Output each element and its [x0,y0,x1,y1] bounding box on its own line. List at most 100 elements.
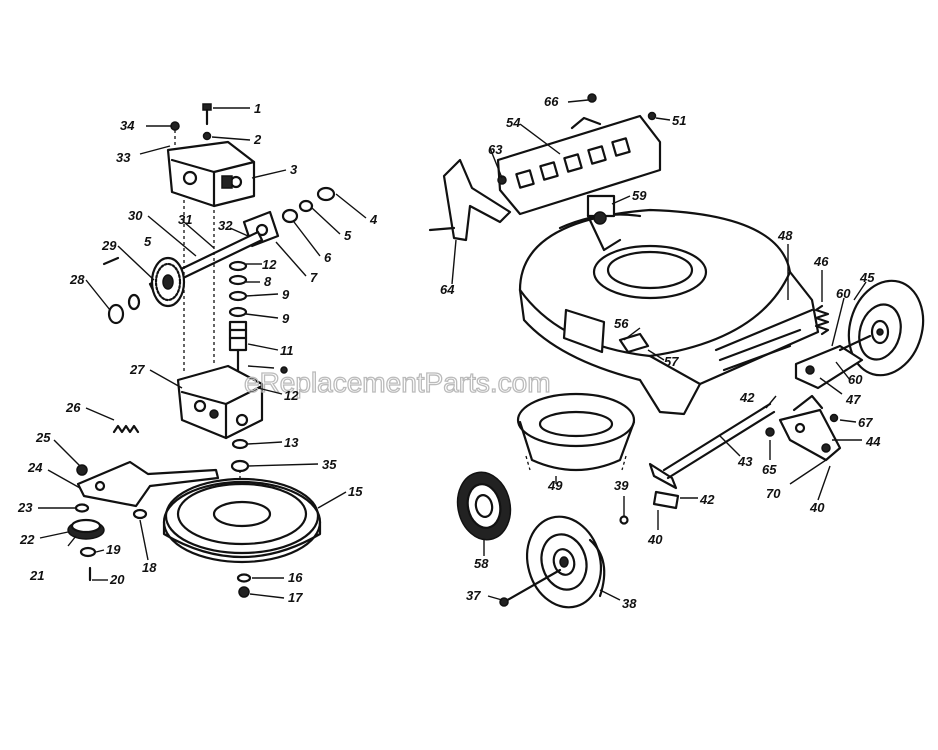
bolt-51 [647,111,657,121]
label-27: 27 [129,362,145,377]
label-67: 67 [858,415,873,430]
nut-4 [316,186,336,202]
label-39: 39 [614,478,629,493]
bolt-1 [202,103,212,126]
label-58: 58 [474,556,489,571]
label-26: 26 [65,400,81,415]
rear-wheel [847,279,925,377]
washer-35 [230,459,250,473]
label-33: 33 [116,150,131,165]
washer-2 [202,131,212,141]
label-23: 23 [17,500,33,515]
label-6: 6 [324,250,332,265]
label-59: 59 [632,188,647,203]
washer-19 [79,546,97,558]
deck-assembly [428,93,925,609]
label-24: 24 [27,460,43,475]
bolt-34 [170,121,180,131]
bushing-6 [281,208,299,224]
bolt-67 [829,413,839,423]
washer-13 [231,438,249,450]
transmission-assembly [67,103,336,598]
label-16: 16 [288,570,303,585]
label-8: 8 [264,274,272,289]
label-34: 34 [120,118,135,133]
part-labels: 1 2 3 4 5 5 6 7 8 9 9 11 12 12 13 15 16 … [17,94,881,611]
handle-bracket [442,158,512,242]
label-40a: 40 [647,532,663,547]
label-48: 48 [777,228,793,243]
label-47: 47 [845,392,861,407]
nut-65 [765,427,775,437]
label-19: 19 [106,542,121,557]
axle-bolt-37 [502,568,562,604]
label-22: 22 [19,532,35,547]
drive-gear [150,256,186,308]
label-11: 11 [280,343,294,358]
washer-stack-8 [228,260,248,272]
leader-lines [38,99,867,601]
label-4: 4 [369,212,378,227]
label-65: 65 [762,462,777,477]
mulch-plug [516,392,636,472]
label-30: 30 [128,208,143,223]
label-45: 45 [859,270,875,285]
spacer-18 [132,508,148,520]
label-13: 13 [284,435,299,450]
spring-26 [112,424,140,434]
label-32: 32 [218,218,233,233]
label-56: 56 [614,316,629,331]
label-63: 63 [488,142,503,157]
shift-lever [76,460,220,508]
label-37: 37 [466,588,481,603]
spring-46 [814,304,830,336]
label-60a: 60 [836,286,851,301]
nut-25 [76,464,88,476]
label-43: 43 [737,454,753,469]
label-57: 57 [664,354,679,369]
label-66: 66 [544,94,559,109]
washer-12 [280,366,288,374]
nut-17 [238,586,250,598]
label-46: 46 [813,254,829,269]
label-42b: 42 [739,390,755,405]
label-3: 3 [290,162,298,177]
height-adjuster-front [648,462,680,510]
bushing-28 [107,303,125,325]
label-25: 25 [35,430,51,445]
label-70: 70 [766,486,781,501]
tire-58 [456,471,512,541]
label-5a: 5 [144,234,152,249]
washer-5 [298,199,314,213]
rear-axle-bracket [794,344,864,390]
engine-shroud [496,114,662,216]
label-9a: 9 [282,287,290,302]
label-38: 38 [622,596,637,611]
label-44: 44 [865,434,881,449]
bolt-63 [497,175,507,185]
label-42a: 42 [699,492,715,507]
washer-16 [236,573,252,583]
axle-rod [662,402,772,472]
label-12b: 12 [284,388,299,403]
gear-housing-bottom [176,364,264,440]
label-18: 18 [142,560,157,575]
label-29: 29 [101,238,117,253]
label-12a: 12 [262,257,277,272]
bolt-66 [587,93,597,103]
label-31: 31 [178,212,192,227]
drive-pulley [162,477,322,564]
label-20: 20 [109,572,125,587]
gear-housing-top [166,140,256,208]
label-49: 49 [547,478,563,493]
label-60b: 60 [848,372,863,387]
label-35: 35 [322,457,337,472]
label-1: 1 [254,101,261,116]
height-adjuster-rear [778,394,842,462]
label-17: 17 [288,590,303,605]
label-9b: 9 [282,311,290,326]
front-wheel [526,515,606,609]
mower-deck [518,194,820,416]
label-15: 15 [348,484,363,499]
